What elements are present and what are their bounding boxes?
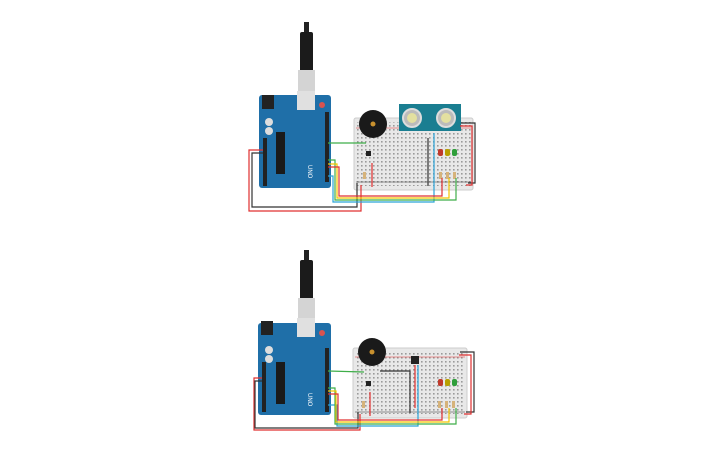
leds[interactable] xyxy=(438,379,457,386)
led-yellow[interactable] xyxy=(445,149,450,156)
wire-red[interactable] xyxy=(253,377,361,431)
usb-cable[interactable] xyxy=(298,22,315,95)
arduino-uno-board[interactable]: UNO xyxy=(259,91,331,188)
wire-black[interactable] xyxy=(254,380,359,429)
ultrasonic-sensor[interactable] xyxy=(399,104,461,131)
wire-green[interactable] xyxy=(327,370,365,373)
wire-black[interactable] xyxy=(251,152,358,208)
arduino-uno-board[interactable]: UNO xyxy=(258,318,331,415)
wire-blue[interactable] xyxy=(328,365,419,427)
wire-blue[interactable] xyxy=(328,133,435,203)
led-red[interactable] xyxy=(438,379,443,386)
circuit-2[interactable]: UNO xyxy=(253,250,475,431)
piezo-buzzer[interactable] xyxy=(358,338,386,366)
wires[interactable] xyxy=(248,122,476,212)
piezo-buzzer[interactable] xyxy=(359,110,387,138)
wire-yellow[interactable] xyxy=(328,163,450,199)
wire-yellow[interactable] xyxy=(328,390,450,423)
led-green[interactable] xyxy=(452,149,457,156)
usb-cable[interactable] xyxy=(298,250,315,323)
push-button[interactable] xyxy=(366,381,371,386)
led-green[interactable] xyxy=(452,379,457,386)
push-button[interactable] xyxy=(366,151,371,156)
resistors[interactable] xyxy=(362,401,455,408)
wires[interactable] xyxy=(253,351,475,431)
leds[interactable] xyxy=(438,149,457,156)
board-label: UNO xyxy=(306,165,312,179)
led-red[interactable] xyxy=(438,149,443,156)
board-label: UNO xyxy=(306,393,312,407)
resistors[interactable] xyxy=(363,172,456,179)
led-yellow[interactable] xyxy=(445,379,450,386)
tilt-sensor[interactable] xyxy=(411,356,419,364)
circuit-1[interactable]: UNO xyxy=(248,22,476,212)
breadboard[interactable] xyxy=(353,117,474,191)
